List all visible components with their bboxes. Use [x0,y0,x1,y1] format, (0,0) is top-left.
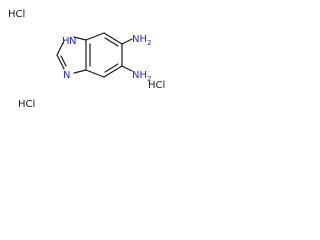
bond-ring-double-2 [104,63,119,73]
salt-label-hcl-top-left: HCl [8,9,25,20]
atom-label-n-top: N [69,36,76,47]
bond-amine-bottom [121,65,133,72]
molecule-drawing: H N N NH2 NH2 HCl HCl HCl [8,9,165,110]
atom-label-n-bottom: N [63,70,70,81]
bond-ring-2 [103,32,123,45]
atom-label-nh2-bottom: NH2 [132,70,151,83]
atom-label-nh2-top: NH2 [132,34,151,47]
structure-diagram: H N N NH2 NH2 HCl HCl HCl [0,0,178,120]
bond-imid-3 [56,54,65,70]
salt-label-hcl-bottom-left: HCl [18,99,35,110]
atom-label-nh2-bottom-sub: 2 [147,75,151,83]
bond-ring-1 [85,32,105,41]
atom-label-nh2-bottom-main: NH [132,70,147,81]
bond-ring-4 [103,65,123,78]
bond-ring-double-1 [104,37,119,47]
atom-label-nh2-top-sub: 2 [147,39,151,47]
bond-imid-double [60,55,67,67]
bond-imid-1 [73,36,87,41]
atom-label-nh-h: H [62,36,70,47]
bond-imid-4 [73,69,87,74]
salt-label-hcl-bottom-right: HCl [148,80,165,91]
bond-ring-5 [85,69,105,78]
bond-imid-2 [56,40,65,56]
atom-label-nh2-top-main: NH [132,34,147,45]
bond-amine-top [121,38,133,45]
